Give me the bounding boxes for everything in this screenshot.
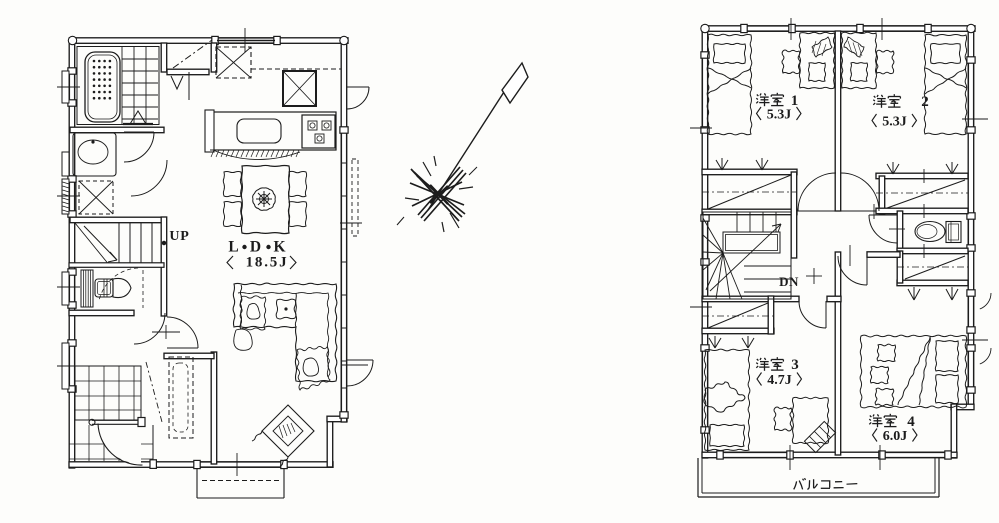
svg-text:2: 2: [921, 94, 929, 110]
svg-text:DN: DN: [779, 274, 799, 289]
svg-text:3: 3: [791, 357, 799, 373]
svg-text:4.7J: 4.7J: [767, 373, 792, 388]
svg-text:1: 1: [791, 93, 799, 109]
svg-text:18.5J: 18.5J: [246, 255, 289, 271]
svg-text:D: D: [250, 239, 261, 256]
svg-text:6.0J: 6.0J: [883, 429, 908, 444]
svg-text:L: L: [228, 239, 238, 256]
svg-text:5.3J: 5.3J: [767, 108, 792, 123]
svg-text:K: K: [273, 239, 285, 256]
svg-text:4: 4: [907, 414, 915, 430]
svg-text:UP: UP: [169, 229, 189, 244]
svg-text:5.3J: 5.3J: [882, 115, 907, 130]
